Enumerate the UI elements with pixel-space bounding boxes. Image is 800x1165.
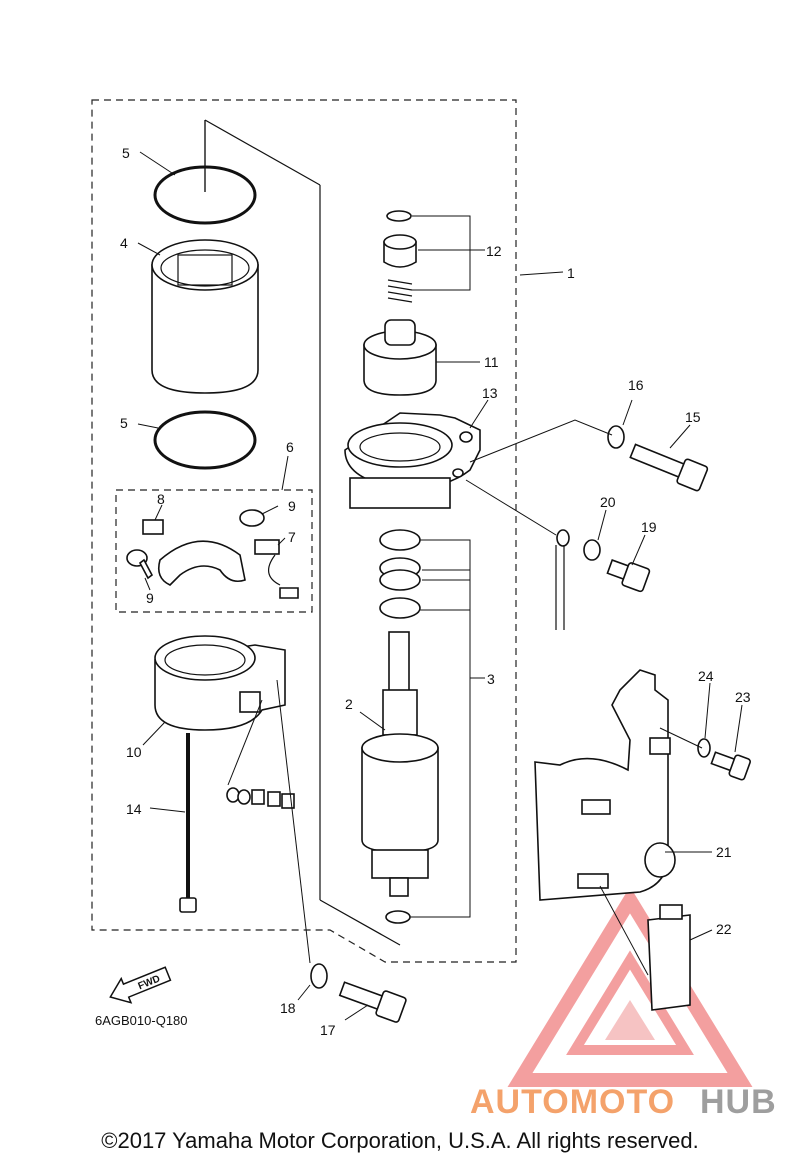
callout-11: 11 bbox=[484, 354, 499, 370]
bolt-17 bbox=[338, 981, 407, 1023]
yoke-cylinder bbox=[151, 239, 259, 394]
upper-bracket bbox=[344, 412, 481, 509]
callout-7: 7 bbox=[288, 529, 296, 545]
callout-17: 17 bbox=[320, 1022, 336, 1038]
axis-seg-a bbox=[204, 119, 321, 186]
copyright-notice: ©2017 Yamaha Motor Corporation, U.S.A. A… bbox=[101, 1128, 699, 1153]
callout-4: 4 bbox=[120, 235, 128, 251]
mounting-bracket bbox=[534, 669, 676, 901]
bolt-19 bbox=[606, 559, 651, 593]
brush-kit-boundary bbox=[115, 489, 313, 613]
callout-3: 3 bbox=[487, 671, 495, 687]
callout-6: 6 bbox=[286, 439, 294, 455]
leader-lines bbox=[137, 151, 743, 1021]
o-ring-bottom bbox=[153, 410, 257, 470]
washer-stack bbox=[379, 529, 421, 619]
callout-5-bottom: 5 bbox=[120, 415, 128, 431]
watermark-text-primary: AUTOMOTO bbox=[470, 1083, 675, 1120]
callout-5-top: 5 bbox=[122, 145, 130, 161]
exploded-parts-diagram: 5 4 5 6 8 9 7 9 10 14 12 1 11 13 16 15 2… bbox=[91, 99, 777, 1120]
forward-arrow-icon: FWD bbox=[109, 966, 172, 1004]
nut-washer-set bbox=[226, 787, 295, 809]
axis-seg-c bbox=[319, 899, 401, 946]
ground-cable bbox=[555, 529, 570, 630]
callout-10: 10 bbox=[126, 744, 142, 760]
callout-18: 18 bbox=[280, 1000, 296, 1016]
watermark-triangle bbox=[507, 886, 753, 1087]
pinion-gear bbox=[363, 319, 437, 396]
washer-20 bbox=[583, 539, 601, 561]
callout-21: 21 bbox=[716, 844, 732, 860]
o-ring-top bbox=[153, 165, 257, 225]
callout-23: 23 bbox=[735, 689, 751, 705]
callout-14: 14 bbox=[126, 801, 142, 817]
watermark-logo: AUTOMOTO HUB bbox=[470, 1083, 777, 1120]
watermark-text-secondary: HUB bbox=[700, 1083, 777, 1120]
callout-19: 19 bbox=[641, 519, 657, 535]
through-bolt bbox=[179, 733, 197, 913]
nut-lead bbox=[227, 699, 263, 786]
callout-12: 12 bbox=[486, 243, 502, 259]
callout-8: 8 bbox=[157, 491, 165, 507]
callout-24: 24 bbox=[698, 668, 714, 684]
callout-22: 22 bbox=[716, 921, 732, 937]
pinion-stop-set bbox=[383, 210, 417, 303]
callout-15: 15 bbox=[685, 409, 701, 425]
diagram-code: 6AGB010-Q180 bbox=[95, 1013, 188, 1028]
bolt-15 bbox=[629, 443, 709, 492]
callout-13: 13 bbox=[482, 385, 498, 401]
callout-2: 2 bbox=[345, 696, 353, 712]
assembly-boundary bbox=[91, 99, 517, 963]
end-cover bbox=[154, 635, 286, 731]
callout-9-right: 9 bbox=[288, 498, 296, 514]
bolt-23 bbox=[710, 751, 751, 781]
brush-kit-contents bbox=[126, 509, 299, 599]
callout-20: 20 bbox=[600, 494, 616, 510]
cover-22 bbox=[647, 904, 691, 1011]
washer-18 bbox=[310, 963, 328, 989]
bottom-washer bbox=[385, 910, 411, 924]
callout-16: 16 bbox=[628, 377, 644, 393]
callout-1: 1 bbox=[567, 265, 575, 281]
armature bbox=[361, 631, 439, 897]
callout-9-left: 9 bbox=[146, 590, 154, 606]
washer-16 bbox=[607, 425, 625, 449]
washer-24 bbox=[697, 738, 711, 758]
